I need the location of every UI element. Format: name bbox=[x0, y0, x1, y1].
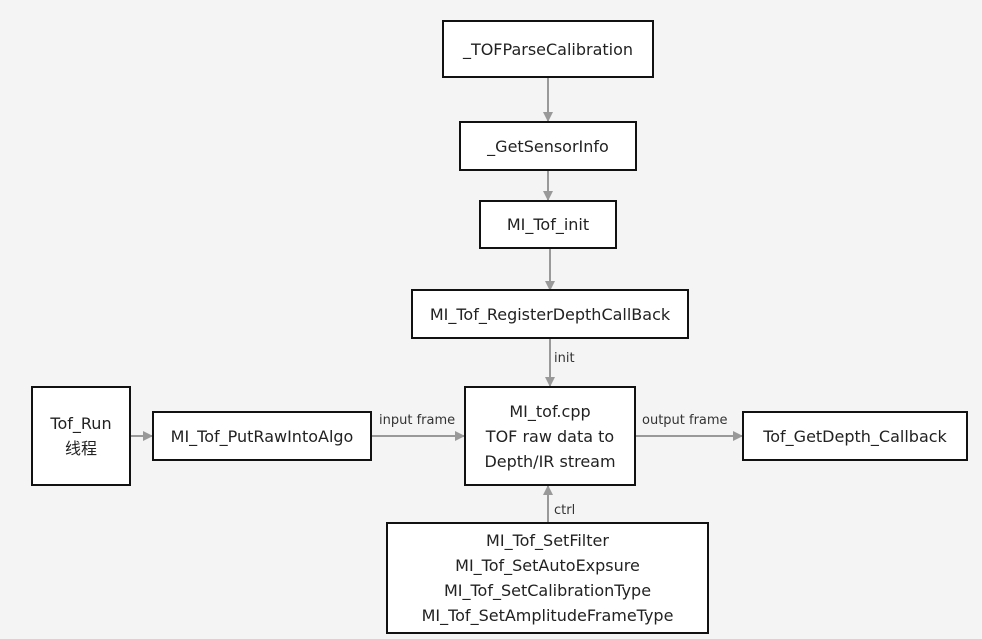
node-label: _TOFParseCalibration bbox=[462, 39, 634, 59]
node-label-line: MI_tof.cpp bbox=[509, 401, 591, 421]
node-parse-calibration: _TOFParseCalibration bbox=[442, 20, 654, 78]
node-label-line: 线程 bbox=[64, 439, 97, 458]
node-label-line: MI_Tof_SetAutoExpsure bbox=[455, 556, 640, 575]
node-label-line: Tof_Run bbox=[50, 414, 112, 433]
node-label: MI_Tof_RegisterDepthCallBack bbox=[429, 304, 671, 324]
node-ctrl-funcs: MI_Tof_SetFilter MI_Tof_SetAutoExpsure M… bbox=[386, 522, 709, 634]
node-label-line: MI_Tof_SetCalibrationType bbox=[443, 581, 652, 600]
node-mi-tof-cpp: MI_tof.cpp TOF raw data to Depth/IR stre… bbox=[464, 386, 636, 486]
node-tof-init: MI_Tof_init bbox=[479, 200, 617, 249]
edge-label-output-frame: output frame bbox=[642, 413, 728, 428]
edge-label-ctrl: ctrl bbox=[554, 503, 576, 518]
node-register-callback: MI_Tof_RegisterDepthCallBack bbox=[411, 289, 689, 339]
node-label-line: MI_Tof_SetAmplitudeFrameType bbox=[421, 606, 674, 625]
node-label: Tof_GetDepth_Callback bbox=[763, 426, 947, 446]
node-tof-run: Tof_Run 线程 bbox=[31, 386, 131, 486]
node-label: MI_Tof_init bbox=[506, 215, 590, 234]
node-label-line: Depth/IR stream bbox=[484, 451, 616, 471]
node-label-line: MI_Tof_SetFilter bbox=[486, 531, 609, 550]
edge-label-input-frame: input frame bbox=[379, 413, 456, 428]
node-label: _GetSensorInfo bbox=[487, 136, 609, 156]
node-label-line: TOF raw data to bbox=[485, 426, 615, 446]
node-label: MI_Tof_PutRawIntoAlgo bbox=[170, 426, 354, 446]
node-get-depth-callback: Tof_GetDepth_Callback bbox=[742, 411, 968, 461]
node-get-sensor-info: _GetSensorInfo bbox=[459, 121, 637, 171]
edge-label-init: init bbox=[554, 351, 575, 366]
node-put-raw: MI_Tof_PutRawIntoAlgo bbox=[152, 411, 372, 461]
